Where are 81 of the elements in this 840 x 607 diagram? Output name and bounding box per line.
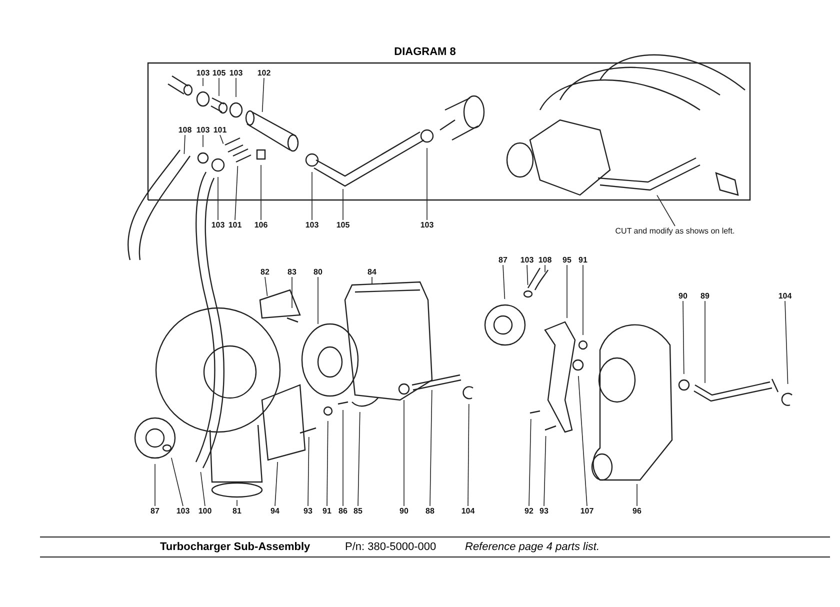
leader-line <box>544 436 546 506</box>
leader-line <box>274 462 278 506</box>
callout-number: 91 <box>578 256 588 264</box>
leader-line <box>202 78 204 86</box>
callout-number: 94 <box>270 506 280 516</box>
footer-text: P/n: 380-5000-000 <box>345 541 436 554</box>
callout-number: 103 <box>196 126 210 134</box>
leader-line <box>264 276 268 296</box>
leader-line <box>171 457 184 506</box>
leader-line <box>578 376 588 506</box>
callout-number: 86 <box>338 506 348 516</box>
callout-number: 103 <box>520 256 534 264</box>
callout-number: 103 <box>420 220 434 230</box>
leader-line <box>528 418 532 506</box>
leader-line <box>308 436 310 506</box>
leader-line <box>184 134 186 154</box>
callout-number: 105 <box>212 68 226 78</box>
leader-line <box>526 264 528 286</box>
leader-line <box>342 188 344 220</box>
callout-number: 90 <box>678 292 688 300</box>
callout-number: 82 <box>260 268 270 276</box>
callout-number: 93 <box>304 506 312 516</box>
leader-line <box>566 264 568 318</box>
callout-number: 90 <box>400 506 408 516</box>
callout-number: 104 <box>461 506 475 516</box>
leader-line <box>502 264 506 300</box>
callout-number: 103 <box>176 506 190 516</box>
callout-number: 80 <box>314 268 322 276</box>
leader-line <box>342 410 344 506</box>
leader-line <box>426 148 428 220</box>
callout-number: 108 <box>178 126 192 134</box>
leader-line <box>784 300 788 384</box>
callout-number: 92 <box>524 506 534 516</box>
callout-number: 93 <box>540 506 548 516</box>
leader-line <box>220 134 224 144</box>
leader-line <box>260 164 262 220</box>
callout-number: 103 <box>305 220 319 230</box>
footer-text: Turbocharger Sub-Assembly <box>160 541 310 554</box>
callout-number: 91 <box>322 506 332 516</box>
leader-line <box>154 464 156 506</box>
callout-number: 88 <box>426 506 434 516</box>
leader-line <box>262 78 264 112</box>
leader-line <box>234 166 238 220</box>
callout-number: 95 <box>562 256 572 264</box>
callout-number: 108 <box>538 256 552 264</box>
callout-number: 103 <box>211 220 225 230</box>
callout-number: 87 <box>498 256 508 264</box>
leader-line <box>544 264 546 273</box>
callout-number: 96 <box>632 506 642 516</box>
leader-line <box>358 412 360 506</box>
leader-line <box>326 420 328 506</box>
diagram-title: DIAGRAM 8 <box>394 46 456 58</box>
leader-line <box>704 300 706 384</box>
leader-line <box>202 134 204 148</box>
callout-number: 84 <box>368 268 376 276</box>
callout-number: 104 <box>778 292 792 300</box>
leader-line <box>236 500 238 506</box>
leader-line <box>218 78 220 96</box>
callout-number: 106 <box>254 220 268 230</box>
callout-number: 101 <box>228 220 242 230</box>
leader-line <box>636 484 638 506</box>
note-text: CUT and modify as shows on left. <box>615 226 735 236</box>
callout-number: 105 <box>336 220 350 230</box>
leader-line <box>682 300 684 374</box>
footer-text: Reference page 4 parts list. <box>465 541 600 554</box>
leader-line <box>468 404 470 506</box>
callout-number: 101 <box>213 126 227 134</box>
leader-line <box>430 390 432 506</box>
callout-number: 87 <box>150 506 160 516</box>
callout-number: 100 <box>198 506 212 516</box>
callout-number: 102 <box>257 68 271 78</box>
leader-line <box>582 264 584 336</box>
callout-number: 89 <box>700 292 710 300</box>
callout-number: 103 <box>196 68 210 78</box>
callout-number: 103 <box>229 68 243 78</box>
callout-number: 81 <box>232 506 242 516</box>
callout-number: 107 <box>580 506 594 516</box>
leader-line <box>200 472 206 506</box>
leader-line <box>656 194 676 226</box>
callout-number: 83 <box>288 268 296 276</box>
callout-number: 85 <box>354 506 362 516</box>
